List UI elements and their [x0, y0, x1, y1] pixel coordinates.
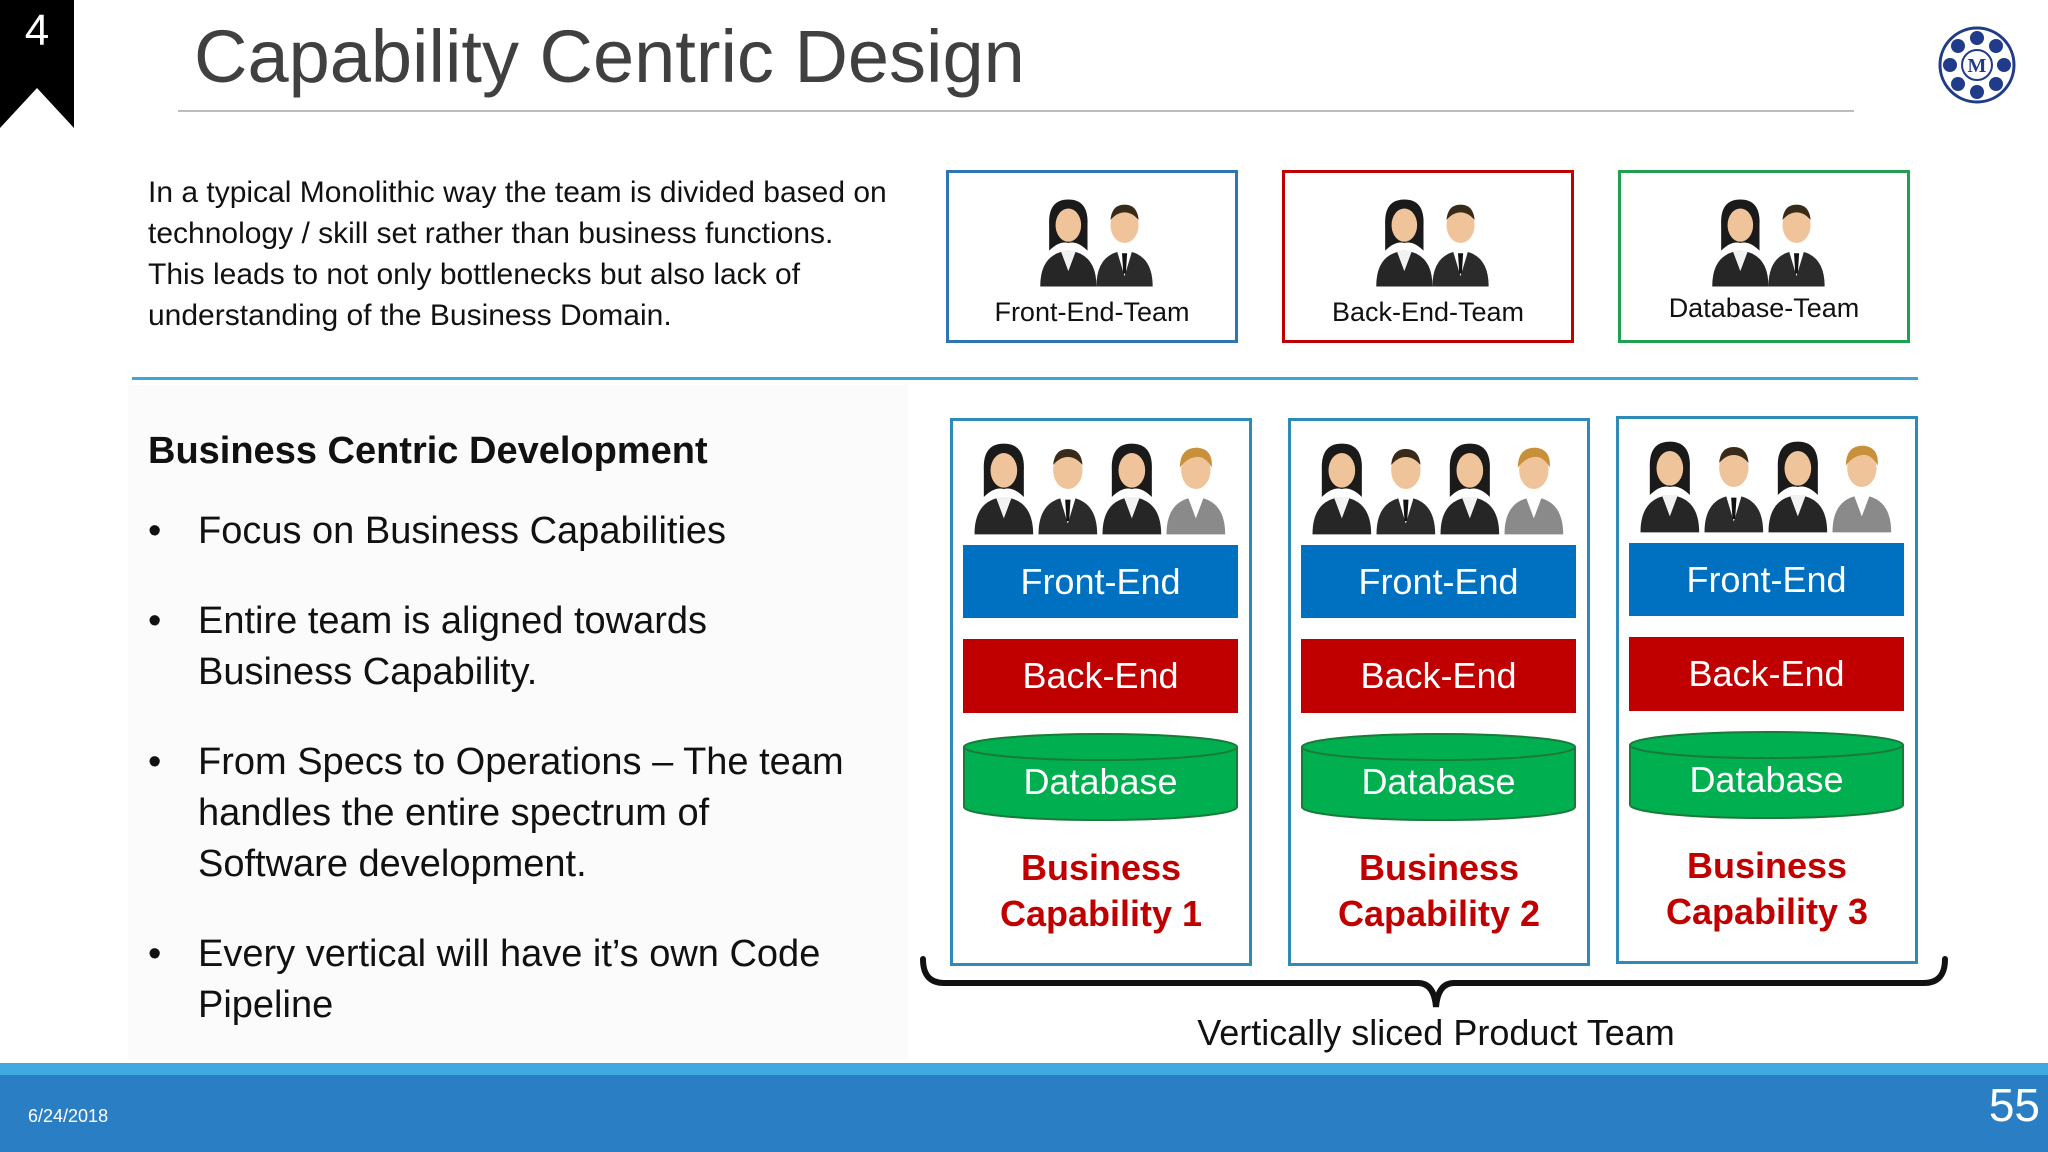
back-end-layer: Back-End: [1629, 637, 1904, 711]
slide-title: Capability Centric Design: [194, 15, 1025, 98]
team-label: Back-End-Team: [1331, 297, 1525, 327]
two-people-icon: [1712, 199, 1825, 287]
capability-line-2: Capability 1: [999, 893, 1203, 934]
left-panel-background: [128, 385, 908, 1060]
capability-line-2: Capability 3: [1665, 891, 1869, 932]
slide-number: 4: [24, 6, 50, 55]
team-label: Front-End-Team: [994, 297, 1190, 327]
capability-column-3: Front-End Back-End Database Business Cap…: [1616, 416, 1918, 964]
database-cylinder: [963, 733, 1238, 821]
capability-label: Business Capability 1: [953, 845, 1249, 937]
bullet-text: Focus on Business Capabilities: [198, 510, 727, 552]
bullet-dot: •: [148, 741, 162, 783]
page-number: 55: [1988, 1079, 2040, 1131]
four-people-icon: [1640, 441, 1892, 533]
front-end-team-box: Front-End-Team: [946, 170, 1238, 343]
front-end-layer: Front-End: [1301, 545, 1576, 618]
front-end-layer: Front-End: [963, 545, 1238, 618]
two-people-icon: [1376, 199, 1489, 287]
capability-line-1: Business: [1358, 847, 1520, 888]
back-end-team-box: Back-End-Team: [1282, 170, 1574, 343]
database-cylinder: [1301, 733, 1576, 821]
bullet-text: Entire team is aligned towards Business …: [198, 600, 708, 693]
section-heading: Business Centric Development: [148, 430, 708, 472]
section-divider: [132, 377, 1918, 380]
grouping-brace: [920, 956, 1948, 1008]
title-divider: [178, 110, 1854, 112]
footer-bar: [0, 1075, 2048, 1152]
database-label: Database: [1361, 761, 1516, 802]
capability-column-1: Front-End Back-End Database Business Cap…: [950, 418, 1252, 966]
bullet-text: Every vertical will have it’s own Code P…: [198, 933, 821, 1026]
capability-line-1: Business: [1686, 845, 1848, 886]
database-label: Database: [1023, 761, 1178, 802]
bullet-dot: •: [148, 933, 162, 975]
brace-label: Vertically sliced Product Team: [1197, 1012, 1675, 1053]
four-people-icon: [974, 443, 1226, 535]
capability-label: Business Capability 3: [1619, 843, 1915, 935]
four-people-icon: [1312, 443, 1564, 535]
bullet-dot: •: [148, 600, 162, 642]
capability-line-1: Business: [1020, 847, 1182, 888]
front-end-layer: Front-End: [1629, 543, 1904, 616]
circular-emblem-icon: M: [1938, 26, 2016, 104]
footer-date: 6/24/2018: [28, 1106, 109, 1126]
database-cylinder: [1629, 731, 1904, 819]
two-people-icon: [1040, 199, 1153, 287]
footer-accent-bar: [0, 1063, 2048, 1075]
bullet-dot: •: [148, 510, 162, 552]
back-end-layer: Back-End: [1301, 639, 1576, 713]
bullet-text: From Specs to Operations – The team hand…: [198, 741, 844, 885]
database-label: Database: [1689, 759, 1844, 800]
intro-paragraph: In a typical Monolithic way the team is …: [148, 176, 887, 332]
back-end-layer: Back-End: [963, 639, 1238, 713]
capability-label: Business Capability 2: [1291, 845, 1587, 937]
database-team-box: Database-Team: [1618, 170, 1910, 343]
slide-number-badge: [0, 0, 74, 128]
svg-text:M: M: [1968, 55, 1987, 77]
capability-line-2: Capability 2: [1337, 893, 1541, 934]
team-label: Database-Team: [1668, 293, 1860, 323]
capability-column-2: Front-End Back-End Database Business Cap…: [1288, 418, 1590, 966]
